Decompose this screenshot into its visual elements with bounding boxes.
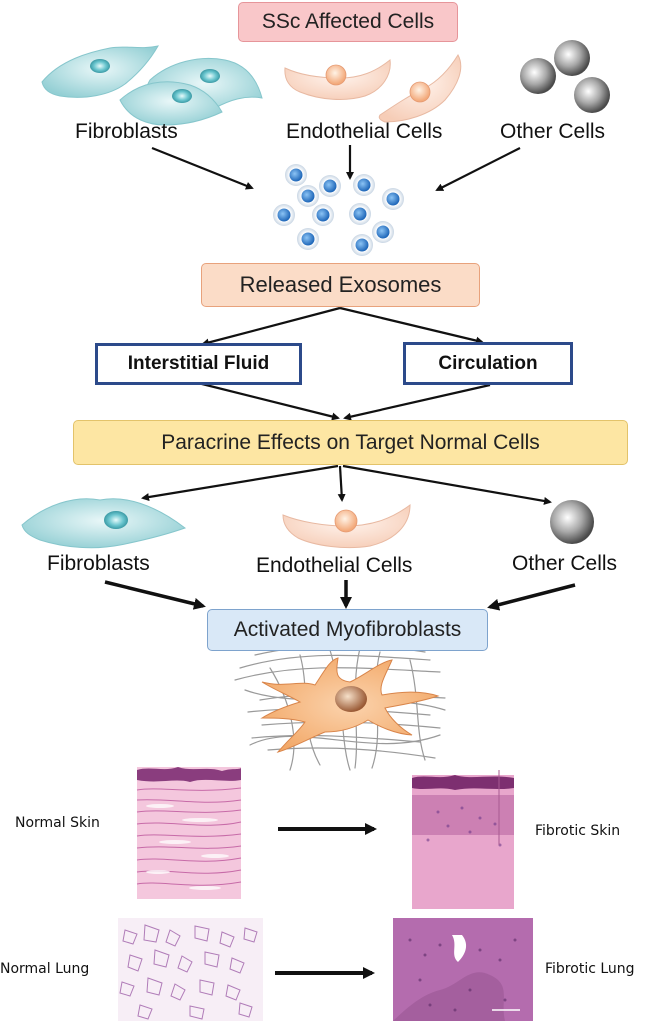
arrow-exosomes-to-circulation (339, 306, 484, 345)
fibrotic-lung-label: Fibrotic Lung (545, 961, 635, 977)
arrow-paracrine-to-other (342, 464, 552, 505)
arrow-fibroblasts-to-exosomes (151, 146, 254, 190)
circulation-box: Circulation (403, 342, 573, 385)
paracrine-effects-label: Paracrine Effects on Target Normal Cells (161, 430, 540, 454)
arrow-other-to-exosomes (435, 147, 521, 191)
exosome-cluster (273, 164, 404, 256)
arrow-paracrine-to-fibroblasts (141, 464, 339, 501)
ssc-affected-cells-box: SSc Affected Cells (238, 2, 458, 42)
top-fibroblasts-label: Fibroblasts (75, 120, 178, 143)
paracrine-effects-box: Paracrine Effects on Target Normal Cells (73, 420, 628, 465)
arrow-other-to-activated (487, 583, 576, 611)
bottom-endothelial-illustration (282, 503, 411, 549)
arrow-exosomes-to-interstitial (201, 306, 341, 347)
activated-myofibroblasts-box: Activated Myofibroblasts (207, 609, 488, 651)
bottom-fibroblasts-label: Fibroblasts (47, 552, 150, 575)
fibrotic-skin-histology-image (412, 767, 514, 909)
bottom-endothelial-label: Endothelial Cells (256, 554, 413, 577)
fibrotic-lung-histology-image (393, 918, 533, 1021)
interstitial-fluid-box: Interstitial Fluid (95, 343, 302, 385)
top-fibroblasts-illustration (41, 45, 263, 126)
circulation-label: Circulation (438, 352, 538, 374)
normal-skin-label: Normal Skin (15, 815, 100, 831)
normal-lung-label: Normal Lung (0, 961, 90, 977)
bottom-other-cells-label: Other Cells (512, 552, 618, 575)
normal-skin-histology-image (136, 757, 242, 899)
bottom-other-cell-illustration (550, 500, 594, 544)
myofibroblast-illustration (234, 644, 446, 771)
arrow-circulation-to-paracrine (343, 383, 491, 421)
arrow-paracrine-to-endothelial (337, 465, 346, 502)
top-other-cells-illustration (520, 40, 610, 113)
top-endothelial-illustration (284, 53, 462, 123)
top-other-cells-label: Other Cells (500, 120, 606, 143)
bottom-fibroblast-illustration (21, 498, 187, 549)
activated-myofibroblasts-label: Activated Myofibroblasts (233, 618, 462, 641)
arrow-interstitial-to-paracrine (197, 381, 340, 421)
released-exosomes-label: Released Exosomes (239, 272, 442, 297)
fibrotic-skin-label: Fibrotic Skin (535, 823, 621, 839)
released-exosomes-box: Released Exosomes (201, 263, 480, 307)
ssc-affected-cells-label: SSc Affected Cells (261, 10, 435, 33)
top-endothelial-label: Endothelial Cells (286, 120, 443, 143)
normal-lung-histology-image (118, 918, 263, 1021)
interstitial-fluid-label: Interstitial Fluid (127, 353, 270, 374)
arrow-fibroblasts-to-activated (104, 580, 206, 610)
